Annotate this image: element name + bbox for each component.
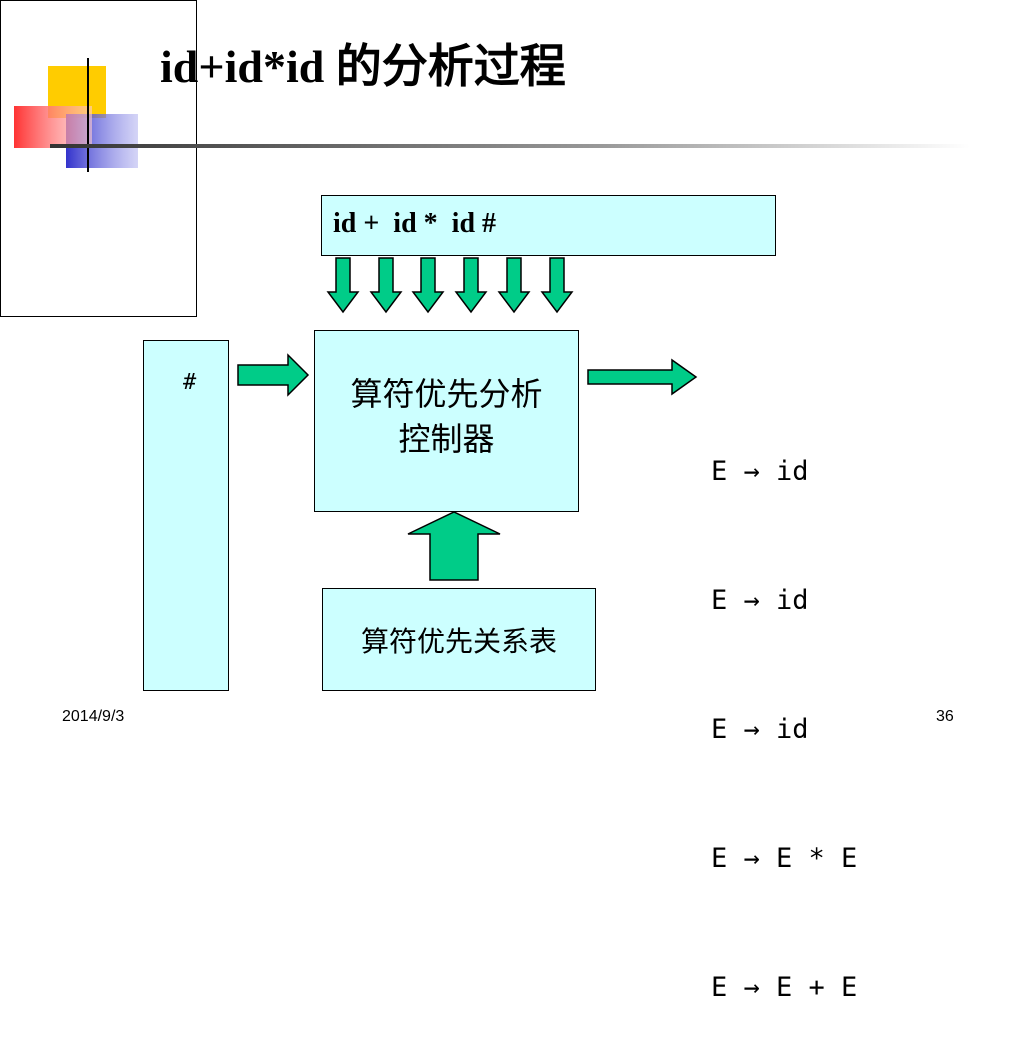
down-arrow-icon (369, 257, 403, 314)
down-arrow-icon (326, 257, 360, 314)
output-rule: E → id (711, 714, 809, 745)
input-arrows (326, 257, 574, 314)
precedence-table-box (322, 588, 596, 691)
controller-label-line1: 算符优先分析 (350, 375, 543, 413)
up-arrow-icon (407, 511, 501, 581)
right-arrow-icon (237, 353, 310, 397)
right-arrow-icon (587, 358, 698, 396)
precedence-table-label: 算符优先关系表 (360, 625, 557, 658)
page-number: 36 (936, 708, 954, 725)
controller-label-line2: 控制器 (398, 420, 495, 458)
output-rule: E → E + E (711, 972, 858, 1003)
output-rule: E → id (711, 585, 809, 616)
page-title: id+id*id 的分析过程 (160, 41, 566, 92)
down-arrow-icon (454, 257, 488, 314)
title-rule (50, 144, 970, 148)
footer-date: 2014/9/3 (62, 708, 125, 725)
controller-label: 算符优先分析 控制器 (314, 372, 579, 462)
stack-top-symbol: # (183, 370, 197, 395)
down-arrow-icon (497, 257, 531, 314)
output-rules-list: E → id E → id E → id E → E * E E → E + E (711, 364, 857, 1052)
down-arrow-icon (411, 257, 445, 314)
controller-box (314, 330, 579, 512)
down-arrow-icon (540, 257, 574, 314)
logo-icon (14, 58, 138, 172)
input-string-box (321, 195, 776, 256)
stack-box (143, 340, 229, 691)
input-string: id + id * id # (333, 208, 497, 239)
slide-decoration (14, 58, 970, 581)
output-rule: E → id (711, 456, 809, 487)
output-rule: E → E * E (711, 843, 858, 874)
